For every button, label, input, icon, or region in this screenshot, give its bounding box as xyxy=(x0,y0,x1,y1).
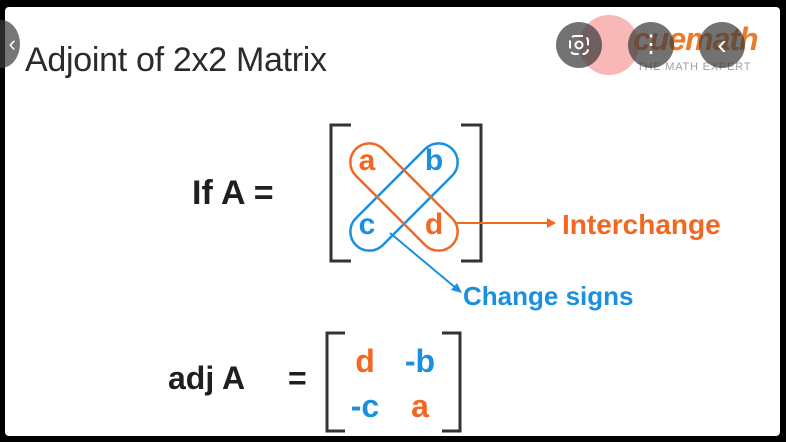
chevron-left-icon: ‹ xyxy=(8,31,16,56)
adj-matrix-right-bracket xyxy=(442,331,462,433)
lens-icon xyxy=(569,35,589,55)
back-button[interactable]: ‹ xyxy=(0,20,20,68)
chevron-left-icon: ‹ xyxy=(717,29,727,60)
change-signs-arrow xyxy=(389,232,458,290)
orange-diagonal-loop xyxy=(349,142,459,252)
change-signs-label: Change signs xyxy=(463,281,633,311)
matrix-a-entry-d: d xyxy=(425,208,443,241)
matrix-a-entry-c: c xyxy=(359,208,376,241)
image-card: Adjoint of 2x2 Matrix cuemath THE MATH E… xyxy=(5,7,780,436)
interchange-label: Interchange xyxy=(562,209,721,240)
interchange-arrowhead xyxy=(547,218,556,228)
adj-entry-22: a xyxy=(411,388,429,424)
blue-diagonal-loop xyxy=(349,142,459,252)
equation1-lhs: If A = xyxy=(192,174,274,212)
adj-matrix-left-bracket xyxy=(325,331,345,433)
matrix-a-entry-b: b xyxy=(425,144,443,177)
lens-search-button[interactable] xyxy=(556,22,602,68)
equation2-lhs: adj A xyxy=(168,360,245,396)
matrix-a-right-bracket xyxy=(461,123,483,263)
adj-entry-12: -b xyxy=(405,343,435,379)
change-signs-arrowhead xyxy=(451,283,462,293)
page-title: Adjoint of 2x2 Matrix xyxy=(25,41,327,79)
adj-entry-11: d xyxy=(355,343,375,379)
matrix-a-entry-a: a xyxy=(359,144,376,177)
more-vertical-icon: ⋮ xyxy=(639,31,663,58)
matrix-a-left-bracket xyxy=(329,123,351,263)
more-options-button[interactable]: ⋮ xyxy=(628,22,674,68)
equation2-equals: = xyxy=(288,360,307,396)
matrix-diagram: a b c d Interchange Change signs adj A =… xyxy=(168,123,721,433)
adj-entry-21: -c xyxy=(351,388,379,424)
previous-image-button[interactable]: ‹ xyxy=(699,22,745,68)
